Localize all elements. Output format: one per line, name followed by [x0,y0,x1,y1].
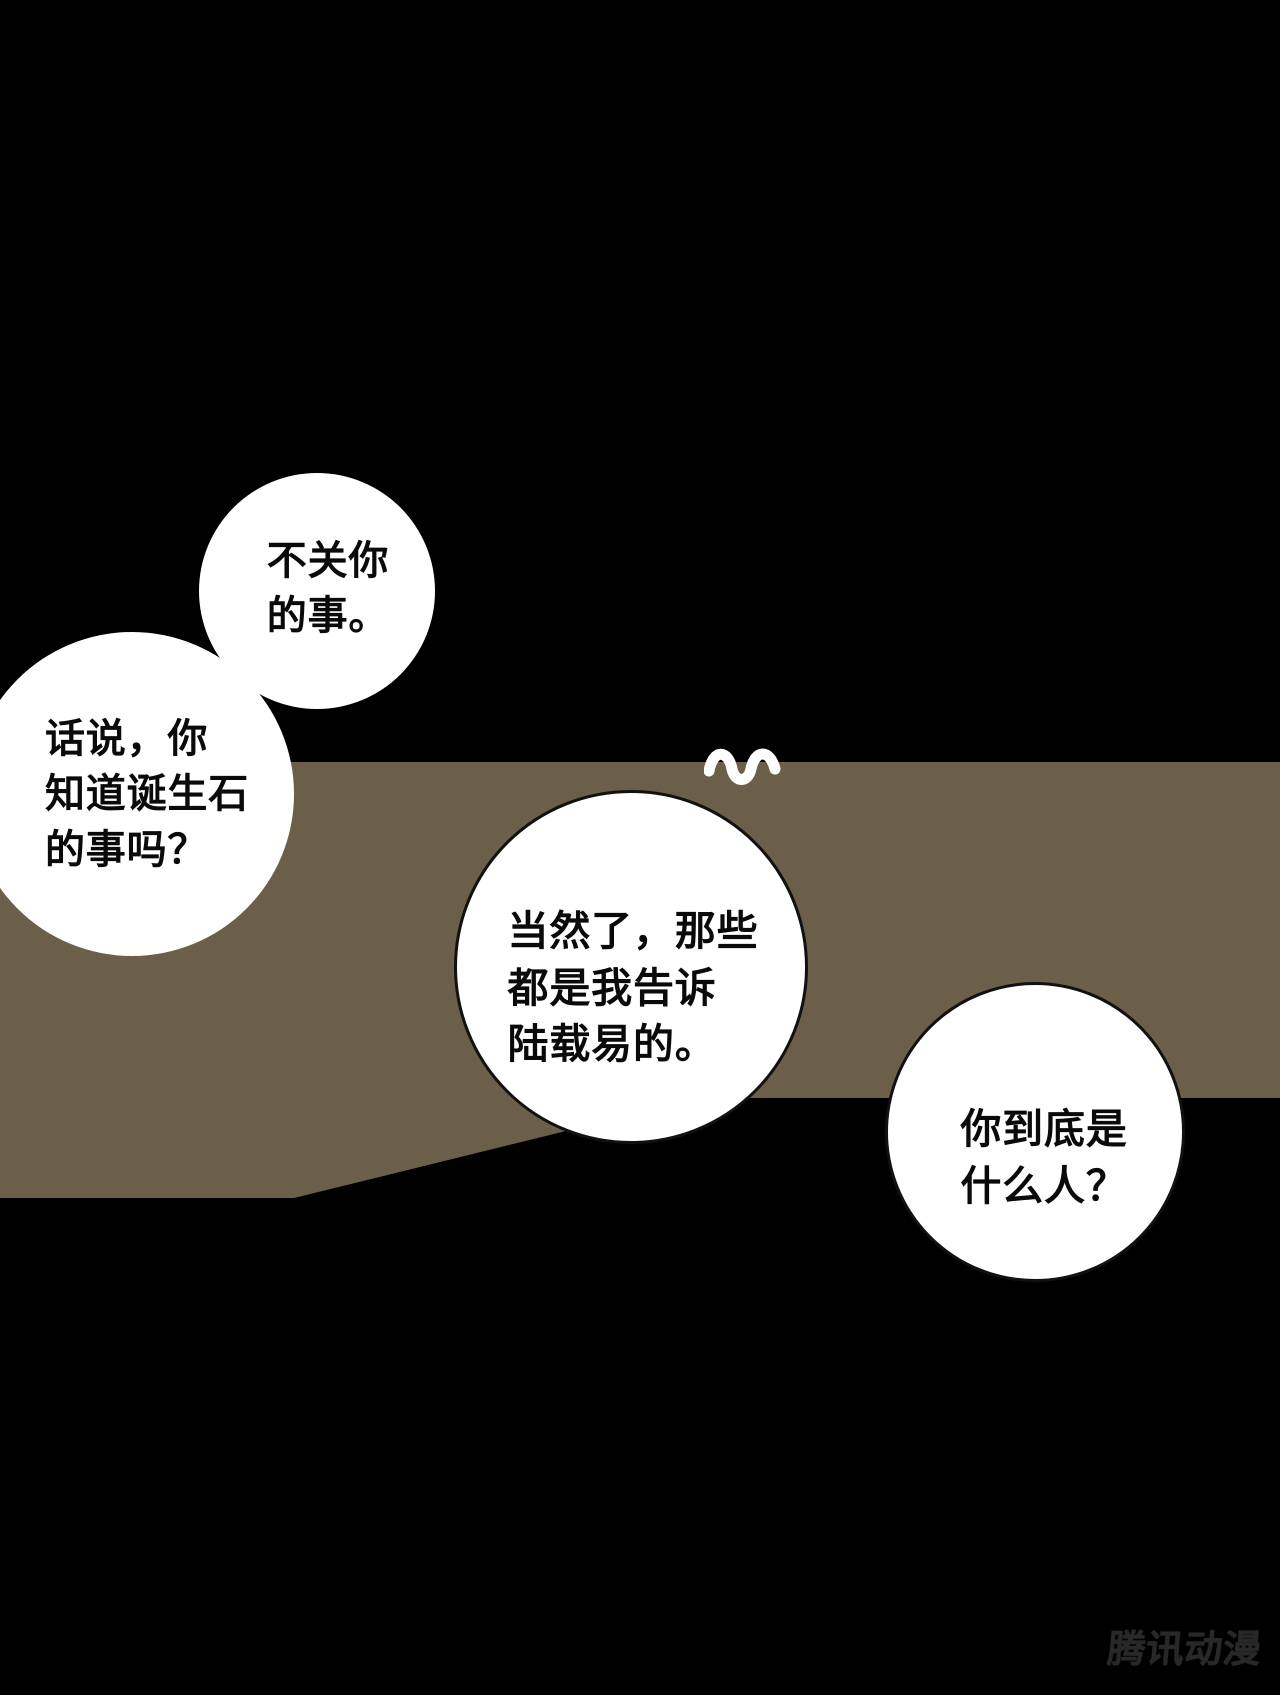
double-peak-squiggle-icon [703,741,786,789]
watermark: 腾讯动漫 [1106,1629,1264,1671]
speech-bubble-2-text: 话说，你 知道诞生石 的事吗？ [45,717,249,872]
speech-bubble-4-text: 你到底是 什么人？ [960,1106,1128,1209]
speech-bubble-1: 不关你 的事。 [199,473,435,709]
speech-bubble-2: 话说，你 知道诞生石 的事吗？ [0,632,294,956]
speech-bubble-3: 当然了，那些 都是我告诉 陆载易的。 [454,790,808,1144]
speech-bubble-4: 你到底是 什么人？ [885,982,1185,1282]
speech-bubble-3-text: 当然了，那些 都是我告诉 陆载易的。 [507,908,759,1068]
speech-bubble-1-text: 不关你 的事。 [266,538,390,638]
